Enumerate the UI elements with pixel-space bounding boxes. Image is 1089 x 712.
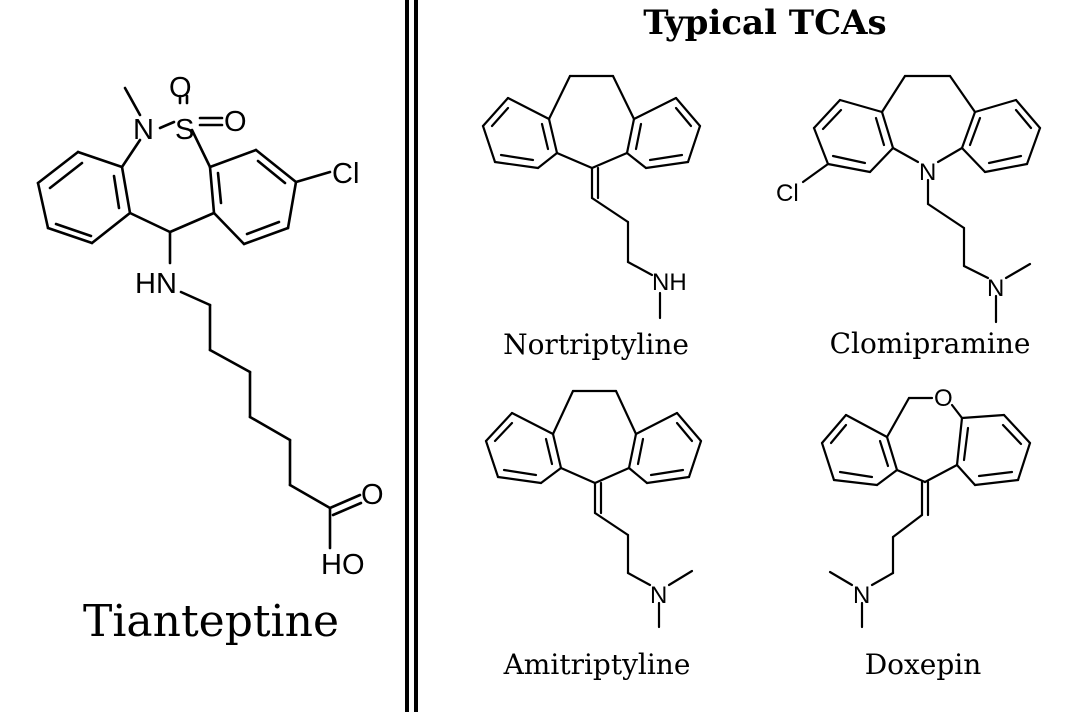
doxepin-atom-o: O — [934, 385, 953, 412]
atom-hn: HN — [135, 268, 177, 300]
atom-cl: Cl — [332, 158, 359, 190]
nortriptyline-atom-nh: NH — [652, 269, 687, 296]
tianeptine-structure: N S O O Cl HN O HO — [36, 72, 384, 581]
atom-o-top: O — [169, 72, 192, 104]
clomipramine-atom-cl: Cl — [776, 180, 799, 207]
clomipramine-atom-n-ring: N — [919, 159, 936, 186]
atom-ho: HO — [321, 549, 365, 581]
clomipramine-atom-n-amine: N — [987, 275, 1004, 302]
tca-heading: Typical TCAs — [643, 3, 887, 43]
amitriptyline-caption: Amitriptyline — [503, 648, 691, 681]
atom-o-right: O — [224, 106, 247, 138]
clomipramine-caption: Clomipramine — [829, 327, 1031, 360]
atom-o-carbonyl: O — [361, 479, 384, 511]
nortriptyline-caption: Nortriptyline — [503, 328, 689, 361]
atom-n-sulfonamide: N — [133, 114, 154, 146]
amitriptyline-atom-n-amine: N — [650, 582, 667, 609]
tianeptine-caption: Tianteptine — [82, 596, 340, 647]
panel-divider-left-line — [405, 0, 409, 712]
doxepin-atom-n-amine: N — [853, 582, 870, 609]
panel-divider-right-line — [414, 0, 418, 712]
doxepin-caption: Doxepin — [864, 648, 982, 681]
atom-s: S — [175, 114, 194, 146]
